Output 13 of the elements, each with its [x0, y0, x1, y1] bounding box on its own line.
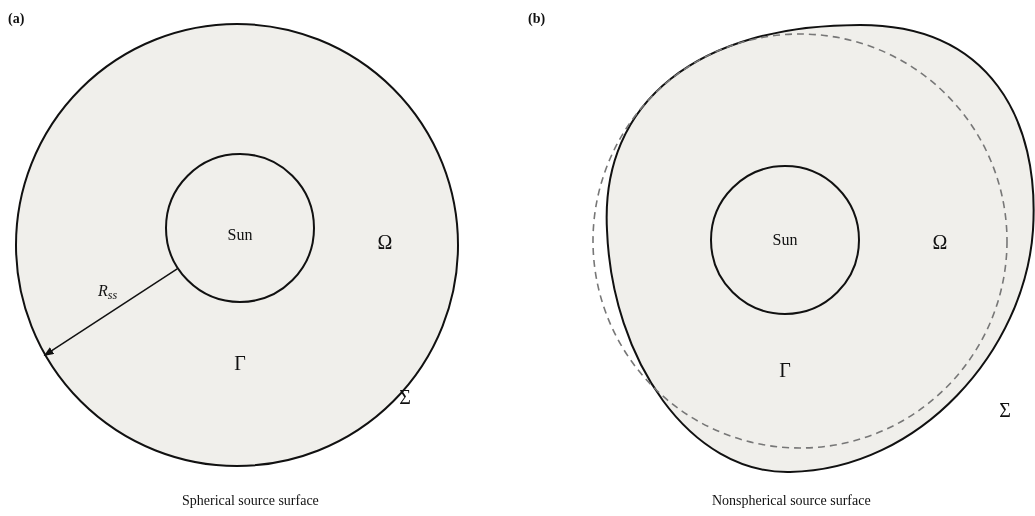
arrow	[43, 268, 178, 357]
figure-caption: Spherical source surface	[182, 494, 319, 508]
panel-label: (a)	[8, 12, 25, 26]
figure-caption: Nonspherical source surface	[712, 494, 871, 508]
body-label: Sun	[772, 232, 798, 248]
region-label: Ω	[377, 232, 393, 252]
boundary-label: Γ	[234, 353, 246, 373]
body-label: Sun	[227, 227, 253, 243]
edge-label: R$_{ss}$	[98, 283, 118, 299]
region-label: Ω	[932, 232, 948, 252]
boundary-label: Σ	[999, 400, 1011, 420]
panel-label: (b)	[528, 12, 546, 26]
boundary-label: Γ	[779, 360, 791, 380]
